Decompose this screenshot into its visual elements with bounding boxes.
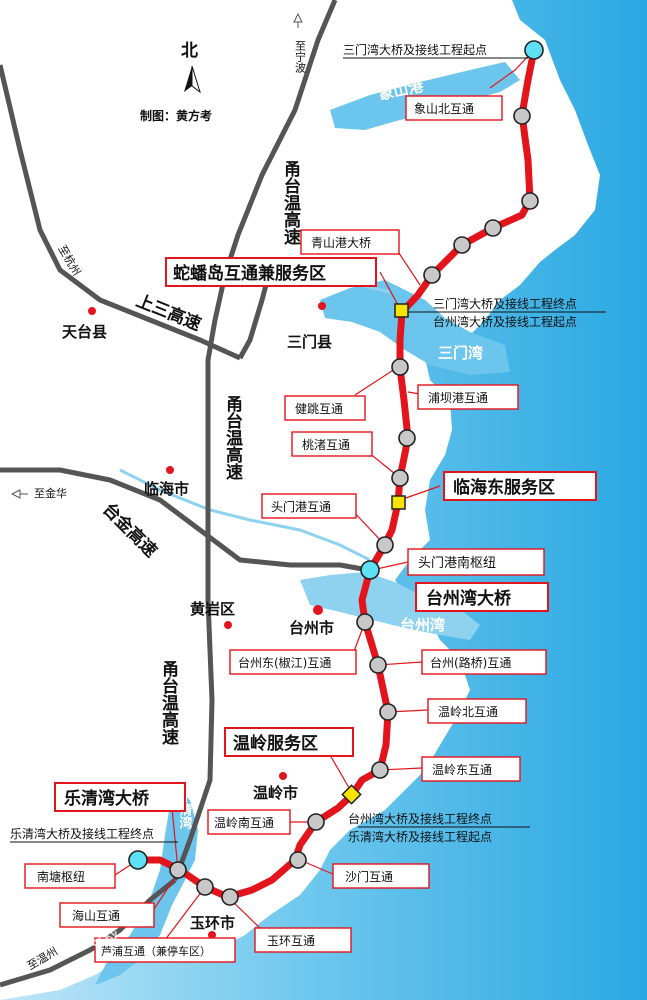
label-yuhuan: 玉环互通 bbox=[267, 934, 315, 948]
label-taizhou-bridge: 台州湾大桥 bbox=[426, 588, 512, 609]
label-wenling-service: 温岭服务区 bbox=[233, 733, 318, 754]
label-shamen: 沙门互通 bbox=[345, 869, 393, 884]
highway-taijin bbox=[0, 467, 369, 573]
label-yueqing-bridge: 乐清湾大桥 bbox=[64, 788, 150, 809]
label-xiangshan-north: 象山北互通 bbox=[414, 102, 474, 116]
north-label: 北 bbox=[181, 41, 198, 61]
city-tiantai: 天台县 bbox=[62, 323, 107, 341]
yueqing-bay bbox=[95, 785, 198, 985]
city-linhai: 临海市 bbox=[144, 480, 189, 498]
city-sanmen: 三门县 bbox=[287, 333, 332, 351]
direction-ningbo: 至宁波 bbox=[294, 40, 307, 74]
city-huangyan: 黄岩区 bbox=[190, 600, 235, 618]
leader-lines bbox=[114, 49, 535, 941]
note-sanmen-end: 三门湾大桥及接线工程终点 bbox=[433, 296, 577, 311]
highway-label-yongtaiwen-3: 甬台温高速 bbox=[158, 660, 179, 745]
label-nantang-hub: 南塘枢纽 bbox=[37, 869, 85, 884]
sanmen-bay bbox=[320, 280, 510, 375]
city-wenling: 温岭市 bbox=[253, 784, 298, 802]
sea-label-taizhou: 台州湾 bbox=[400, 616, 445, 634]
watermark: Baidu 百科 bbox=[30, 930, 119, 949]
label-taozhu: 桃渚互通 bbox=[302, 437, 350, 452]
label-toumen-hub: 头门港南枢纽 bbox=[418, 555, 496, 571]
label-boxes bbox=[24, 95, 597, 963]
label-wenling-north: 温岭北互通 bbox=[438, 705, 498, 719]
map-credit: 制图：黄方考 bbox=[140, 108, 212, 123]
label-puba: 浦坝港互通 bbox=[428, 391, 488, 405]
label-taizhou-luqiao: 台州(路桥)互通 bbox=[430, 655, 511, 670]
river-linhai bbox=[119, 468, 371, 562]
label-jiantiao: 健跳互通 bbox=[295, 402, 343, 416]
note-taizhou-end: 台州湾大桥及接线工程终点 bbox=[348, 811, 492, 826]
line-notes: 三门湾大桥及接线工程起点 三门湾大桥及接线工程终点 台州湾大桥及接线工程起点 台… bbox=[10, 42, 606, 844]
label-toumen-port: 头门港互通 bbox=[271, 499, 331, 514]
city-yuhuan: 玉环市 bbox=[190, 914, 235, 932]
label-taizhou-east: 台州东(椒江)互通 bbox=[238, 655, 331, 670]
highway-label-yongtaiwen-2: 甬台温高速 bbox=[222, 395, 243, 480]
label-luopu: 芦浦互通（兼停车区） bbox=[101, 944, 211, 958]
cities: 天台县 三门县 临海市 黄岩区 台州市 温岭市 玉环市 bbox=[62, 302, 334, 939]
note-sanmen-start: 三门湾大桥及接线工程起点 bbox=[343, 42, 487, 57]
highway-label-yongtaiwen-1: 甬台温高速 bbox=[280, 160, 301, 245]
direction-jinhua: 至金华 bbox=[34, 486, 67, 500]
label-qingshan-bridge: 青山港大桥 bbox=[311, 236, 371, 250]
label-haishan: 海山互通 bbox=[72, 908, 120, 923]
hub-nodes bbox=[128, 40, 544, 870]
taizhou-bay bbox=[300, 572, 480, 640]
north-arrow: 北 bbox=[181, 41, 201, 94]
label-wenling-east: 温岭东互通 bbox=[432, 763, 492, 777]
highway-shangsan bbox=[0, 64, 242, 361]
note-yueqing-start: 乐清湾大桥及接线工程起点 bbox=[348, 829, 492, 844]
label-wenling-south: 温岭南互通 bbox=[214, 815, 274, 830]
label-linhai-east: 临海东服务区 bbox=[453, 477, 555, 498]
highway-yongtaiwen-north bbox=[172, 0, 338, 881]
label-shepan-island: 蛇蟠岛互通兼服务区 bbox=[173, 263, 326, 284]
note-taizhou-start: 台州湾大桥及接线工程起点 bbox=[433, 314, 577, 329]
sea-label-sanmen: 三门湾 bbox=[438, 344, 483, 362]
service-nodes bbox=[341, 303, 409, 805]
city-taizhou: 台州市 bbox=[289, 619, 334, 637]
route-nodes bbox=[169, 107, 539, 906]
note-yueqing-end: 乐清湾大桥及接线工程终点 bbox=[10, 826, 154, 841]
